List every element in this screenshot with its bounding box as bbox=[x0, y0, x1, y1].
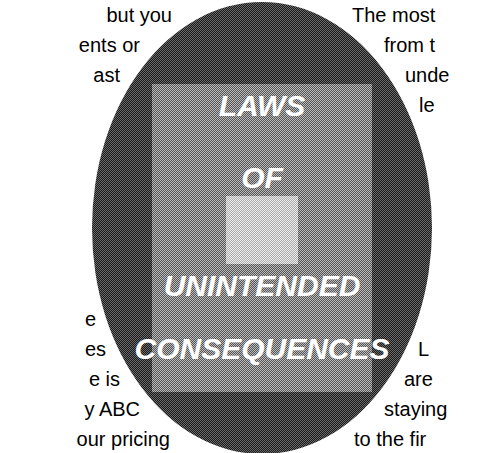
body-text-fragment: le bbox=[419, 90, 435, 120]
body-text-fragment: ents or bbox=[79, 30, 140, 60]
body-text-fragment: staying bbox=[384, 394, 447, 424]
dark-circle-fill bbox=[92, 2, 432, 453]
title-word: LAWS bbox=[219, 89, 306, 123]
body-text-fragment: are bbox=[404, 364, 433, 394]
body-text-fragment: e bbox=[85, 304, 96, 334]
inner-square-fill bbox=[226, 196, 298, 264]
body-text-fragment: our pricing bbox=[77, 424, 170, 453]
body-text-fragment: L bbox=[418, 334, 429, 364]
dark-circle: CONSEQUENCES LAWS UNINTENDED OF bbox=[92, 2, 432, 453]
body-text-fragment: unde bbox=[405, 60, 450, 90]
inner-square-shape bbox=[226, 196, 298, 264]
body-text-fragment: es bbox=[85, 334, 106, 364]
inner-square: OF bbox=[226, 196, 298, 264]
body-text-fragment: from t bbox=[384, 30, 435, 60]
body-text-fragment: ast bbox=[93, 60, 120, 90]
title-word: UNINTENDED bbox=[164, 269, 361, 303]
body-text-fragment: e is bbox=[89, 364, 120, 394]
title-word: OF bbox=[241, 161, 283, 195]
body-text-fragment: The most bbox=[352, 0, 435, 30]
body-text-fragment: to the fir bbox=[354, 424, 426, 453]
outer-square-fill bbox=[152, 84, 372, 392]
body-text-fragment: but you bbox=[106, 0, 172, 30]
body-text-fragment: y ABC bbox=[84, 394, 140, 424]
title-word: CONSEQUENCES bbox=[134, 332, 389, 366]
